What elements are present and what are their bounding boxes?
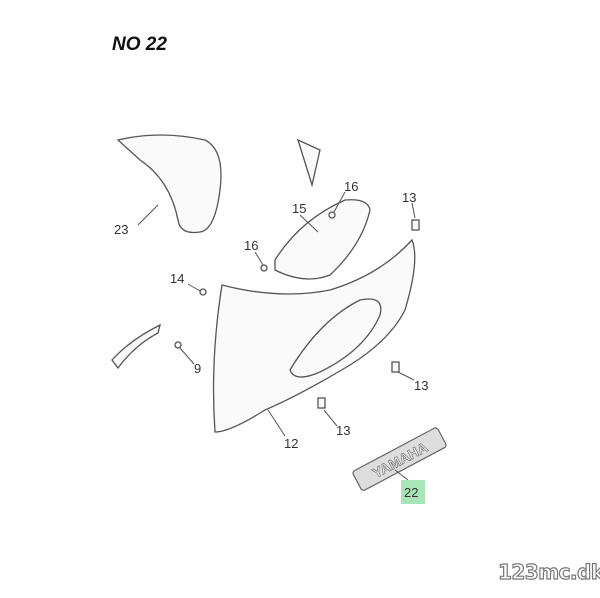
callout-15: 15 <box>292 201 306 216</box>
callout-13: 13 <box>336 423 350 438</box>
part-22-emblem: YAMAHA <box>352 427 447 491</box>
callout-23: 23 <box>114 222 128 237</box>
part-12-opening <box>289 298 382 378</box>
callout-14: 14 <box>170 271 184 286</box>
grommet-16b <box>260 264 268 272</box>
clip-13a <box>411 219 420 231</box>
grommet-16a <box>328 211 336 219</box>
callout-22: 22 <box>404 485 418 500</box>
clip-13b <box>317 397 326 409</box>
screw-14 <box>199 288 207 296</box>
callout-13: 13 <box>414 378 428 393</box>
callout-12: 12 <box>284 436 298 451</box>
highlight-22 <box>401 480 425 504</box>
part-23 <box>116 134 222 234</box>
part-top-fragment <box>296 138 321 188</box>
callout-9: 9 <box>194 361 201 376</box>
part-15 <box>274 199 371 280</box>
clip-13c <box>391 361 400 373</box>
callout-16: 16 <box>244 238 258 253</box>
callout-16: 16 <box>344 179 358 194</box>
part-left-edge <box>111 323 161 370</box>
screw-9 <box>174 341 182 349</box>
diagram-title: NO 22 <box>112 34 167 55</box>
callout-13: 13 <box>402 190 416 205</box>
watermark-logo: 123mc.dk <box>497 559 600 584</box>
